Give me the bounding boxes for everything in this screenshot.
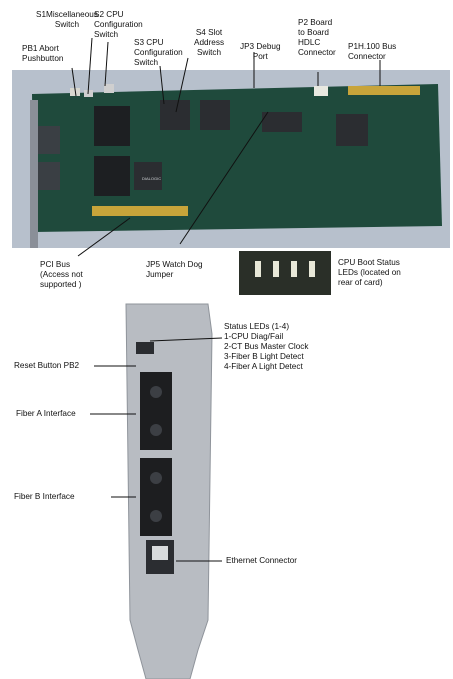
reset-label: Reset Button PB2	[14, 361, 80, 370]
s2-switch	[104, 84, 114, 93]
chip-3	[134, 162, 162, 190]
status-led-block	[136, 342, 154, 354]
led-4	[309, 261, 315, 277]
fiber-a-label: Fiber A Interface	[16, 409, 76, 418]
status-leds-label: Status LEDs (1-4) 1-CPU Diag/Fail 2-CT B…	[224, 322, 309, 371]
chip-5	[262, 112, 302, 132]
port-block-2	[38, 162, 60, 190]
p2-label: P2 Board to Board HDLC Connector	[298, 18, 336, 57]
chip-label: DIALOGIC	[142, 176, 161, 181]
fiber-b-label: Fiber B Interface	[14, 492, 75, 501]
jp5-label: JP5 Watch Dog Jumper	[146, 260, 203, 279]
fiber-a-hole-2	[150, 424, 162, 436]
mounting-bracket	[30, 100, 38, 248]
p1-label: P1H.100 Bus Connector	[348, 42, 397, 61]
chip-heatsink-2	[94, 156, 130, 196]
cpu-leds-label: CPU Boot Status LEDs (located on rear of…	[338, 258, 401, 287]
jp3-label: JP3 Debug Port	[240, 42, 281, 61]
pb1-label: PB1 Abort Pushbutton	[22, 44, 64, 63]
s4-label: S4 Slot Address Switch	[194, 28, 225, 57]
p2-connector	[314, 86, 328, 96]
fiber-b-hole-1	[150, 472, 162, 484]
s2-label: S2 CPU Configuration Switch	[94, 10, 143, 39]
chip-1	[160, 100, 190, 130]
rear-bracket-photo	[112, 300, 222, 679]
chip-heatsink-1	[94, 106, 130, 146]
fiber-a-hole-1	[150, 386, 162, 398]
fiber-b-hole-2	[150, 510, 162, 522]
h100-connector	[348, 86, 420, 95]
pci-label: PCI Bus (Access not supported )	[40, 260, 83, 289]
s1-label: S1Miscellaneous Switch	[36, 10, 98, 29]
fiber-a-port	[140, 372, 172, 450]
port-block-1	[38, 126, 60, 154]
led-1	[255, 261, 261, 277]
fiber-b-port	[140, 458, 172, 536]
cpu-boot-leds-photo	[239, 251, 331, 295]
chip-4	[336, 114, 368, 146]
ethernet-label: Ethernet Connector	[226, 556, 298, 565]
pci-edge-connector	[92, 206, 188, 216]
led-2	[273, 261, 279, 277]
led-3	[291, 261, 297, 277]
chip-2	[200, 100, 230, 130]
s3-label: S3 CPU Configuration Switch	[134, 38, 183, 67]
